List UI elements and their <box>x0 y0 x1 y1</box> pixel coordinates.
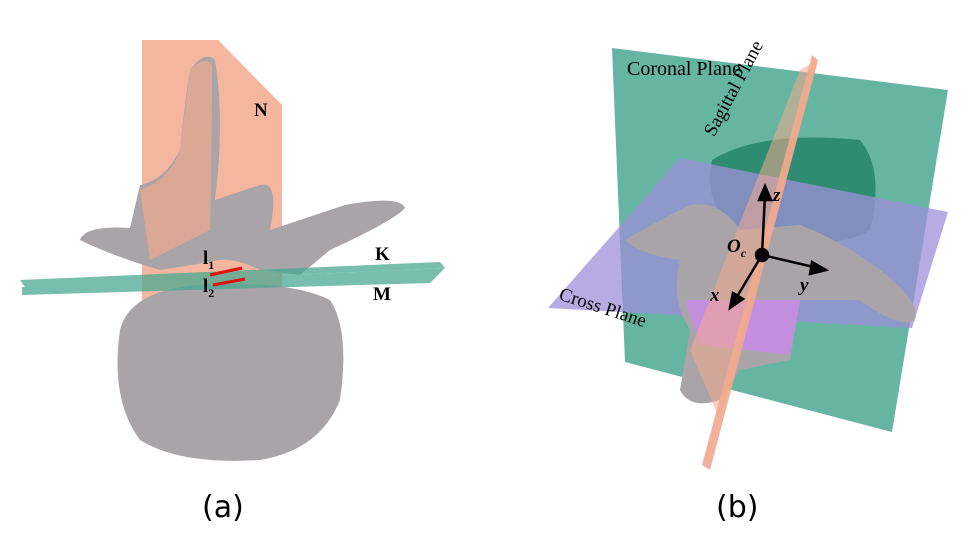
caption-a: (a) <box>202 490 244 525</box>
label-x: x <box>710 285 720 306</box>
l1-sub: 1 <box>208 257 215 272</box>
l2-sub: 2 <box>208 285 215 300</box>
label-l1: l1 <box>203 248 214 273</box>
panel-b-drawing <box>548 48 948 470</box>
caption-b: (b) <box>716 490 759 525</box>
label-coronal-plane: Coronal Plane <box>627 58 741 80</box>
label-k: K <box>375 244 390 265</box>
plane-k <box>20 262 445 287</box>
label-origin: Oc <box>727 236 746 261</box>
label-l2: l2 <box>203 276 214 301</box>
label-z: z <box>773 185 781 206</box>
line-l2 <box>212 277 246 287</box>
spinous-sagittal-overlay <box>140 61 212 260</box>
vertebral-body <box>117 284 344 461</box>
sagittal-plane-wide <box>690 60 818 420</box>
l1-text: l <box>203 248 209 269</box>
label-m: M <box>373 284 391 305</box>
axes <box>728 182 830 311</box>
origin-sub: c <box>740 245 747 260</box>
l2-text: l <box>203 276 209 297</box>
label-y: y <box>800 275 809 296</box>
label-n: N <box>254 100 268 121</box>
origin-text: O <box>727 236 741 257</box>
panel-a-drawing <box>20 40 445 461</box>
line-l1 <box>209 266 243 277</box>
